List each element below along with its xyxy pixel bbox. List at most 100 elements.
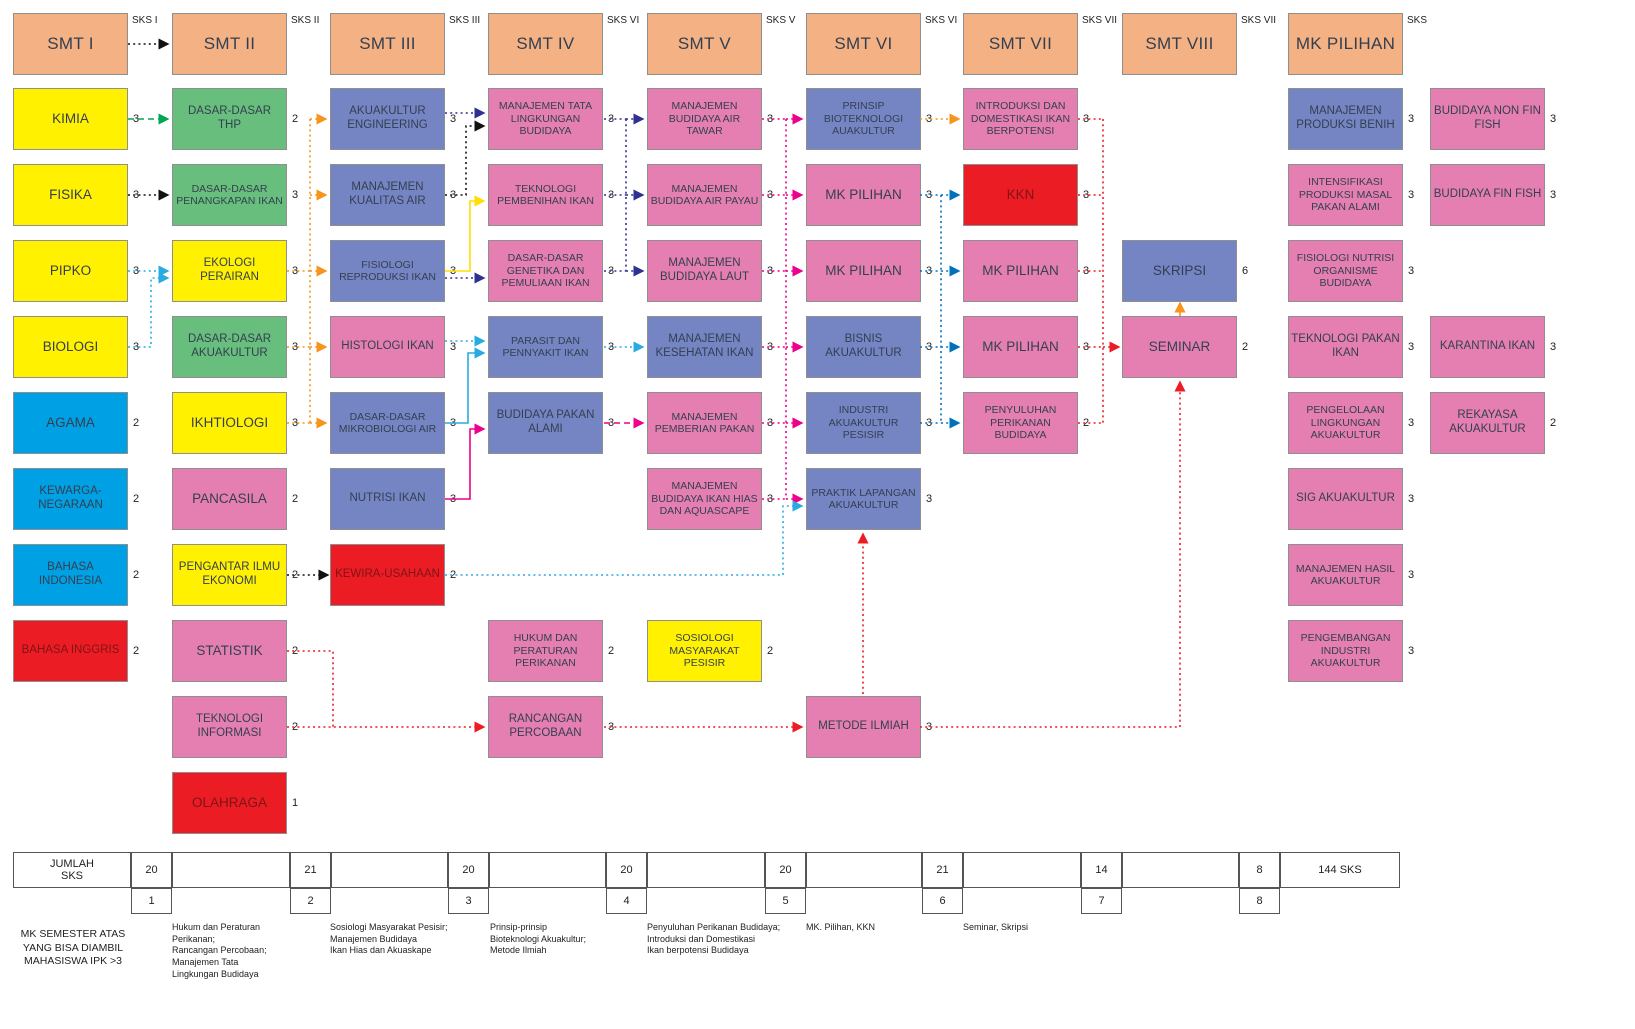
course-box: SEMINAR [1122, 316, 1237, 378]
sks-credit: 3 [292, 341, 299, 353]
sks-credit: 2 [1242, 341, 1249, 353]
summary-cell [1122, 852, 1239, 888]
sks-credit: 3 [1083, 113, 1090, 125]
course-box: REKAYASA AKUAKULTUR [1430, 392, 1545, 454]
course-box: KKN [963, 164, 1078, 226]
course-box: AGAMA [13, 392, 128, 454]
semester-header: MK PILIHAN [1288, 13, 1403, 75]
sks-credit: 3 [292, 265, 299, 277]
sks-credit: 3 [926, 265, 933, 277]
course-box: HUKUM DAN PERATURAN PERIKANAN [488, 620, 603, 682]
course-box: MK PILIHAN [963, 316, 1078, 378]
sks-credit: 3 [767, 265, 774, 277]
course-box: FISIOLOGI NUTRISI ORGANISME BUDIDAYA [1288, 240, 1403, 302]
sks-credit: 3 [1408, 265, 1415, 277]
course-box: TEKNOLOGI INFORMASI [172, 696, 287, 758]
sks-credit: 3 [450, 417, 457, 429]
course-box: PENGEMBANGAN INDUSTRI AKUAKULTUR [1288, 620, 1403, 682]
sks-column-label: SKS I [132, 15, 158, 26]
sks-credit: 3 [608, 341, 615, 353]
sks-credit: 3 [608, 265, 615, 277]
sks-credit: 3 [133, 341, 140, 353]
sks-column-label: SKS VI [925, 15, 958, 26]
sks-credit: 3 [1408, 493, 1415, 505]
sks-column-label: SKS III [449, 15, 481, 26]
summary-cell: 5 [765, 888, 806, 914]
summary-cell [331, 852, 448, 888]
footnote: MK. Pilihan, KKN [806, 922, 876, 932]
course-box: PANCASILA [172, 468, 287, 530]
summary-cell: 6 [922, 888, 963, 914]
course-box: SOSIOLOGI MASYARAKAT PESISIR [647, 620, 762, 682]
course-box: METODE ILMIAH [806, 696, 921, 758]
footnote: Sosiologi Masyarakat Pesisir; Manajemen … [330, 922, 448, 956]
course-box: FISIKA [13, 164, 128, 226]
summary-cell: 20 [448, 852, 489, 888]
course-box: BUDIDAYA NON FIN FISH [1430, 88, 1545, 150]
sks-credit: 3 [1408, 417, 1415, 429]
summary-cell [806, 852, 922, 888]
footnote: Hukum dan Peraturan Perikanan; Rancangan… [172, 922, 267, 979]
course-box: KARANTINA IKAN [1430, 316, 1545, 378]
sks-credit: 2 [133, 645, 140, 657]
semester-header: SMT VI [806, 13, 921, 75]
course-box: PENGANTAR ILMU EKONOMI [172, 544, 287, 606]
course-box: MANAJEMEN BUDIDAYA AIR PAYAU [647, 164, 762, 226]
summary-cell: 20 [131, 852, 172, 888]
course-box: KIMIA [13, 88, 128, 150]
summary-cell: JUMLAH SKS [13, 852, 131, 888]
course-box: KEWIRA-USAHAAN [330, 544, 445, 606]
sks-credit: 3 [133, 189, 140, 201]
course-box: MANAJEMEN BUDIDAYA AIR TAWAR [647, 88, 762, 150]
sks-column-label: SKS [1407, 15, 1428, 26]
sks-credit: 2 [133, 417, 140, 429]
summary-cell: 8 [1239, 852, 1280, 888]
course-box: AKUAKULTUR ENGINEERING [330, 88, 445, 150]
course-box: SIG AKUAKULTUR [1288, 468, 1403, 530]
sks-column-label: SKS VI [607, 15, 640, 26]
summary-cell [489, 852, 606, 888]
semester-header: SMT VII [963, 13, 1078, 75]
semester-header: SMT V [647, 13, 762, 75]
summary-cell: 2 [290, 888, 331, 914]
course-box: BUDIDAYA FIN FISH [1430, 164, 1545, 226]
course-box: FISIOLOGI REPRODUKSI IKAN [330, 240, 445, 302]
course-box: HISTOLOGI IKAN [330, 316, 445, 378]
course-box: EKOLOGI PERAIRAN [172, 240, 287, 302]
sks-credit: 3 [767, 417, 774, 429]
course-box: PRAKTIK LAPANGAN AKUAKULTUR [806, 468, 921, 530]
sks-credit: 2 [450, 569, 457, 581]
course-box: MANAJEMEN KUALITAS AIR [330, 164, 445, 226]
course-box: MK PILIHAN [963, 240, 1078, 302]
course-box: MANAJEMEN TATA LINGKUNGAN BUDIDAYA [488, 88, 603, 150]
semester-header: SMT IV [488, 13, 603, 75]
sks-credit: 3 [767, 113, 774, 125]
course-box: MANAJEMEN BUDIDAYA IKAN HIAS DAN AQUASCA… [647, 468, 762, 530]
summary-cell: 1 [131, 888, 172, 914]
sks-credit: 3 [1408, 341, 1415, 353]
course-box: MANAJEMEN HASIL AKUAKULTUR [1288, 544, 1403, 606]
sks-credit: 1 [292, 797, 299, 809]
course-box: DASAR-DASAR THP [172, 88, 287, 150]
course-box: MK PILIHAN [806, 240, 921, 302]
sks-credit: 2 [608, 645, 615, 657]
summary-cell: 20 [765, 852, 806, 888]
sks-credit: 3 [1083, 341, 1090, 353]
semester-header: SMT II [172, 13, 287, 75]
course-box: BAHASA INGGRIS [13, 620, 128, 682]
course-box: NUTRISI IKAN [330, 468, 445, 530]
sks-credit: 3 [926, 189, 933, 201]
course-box: INTENSIFIKASI PRODUKSI MASAL PAKAN ALAMI [1288, 164, 1403, 226]
course-box: BIOLOGI [13, 316, 128, 378]
sks-credit: 2 [292, 113, 299, 125]
sks-credit: 2 [1550, 417, 1557, 429]
course-box: MANAJEMEN PEMBERIAN PAKAN [647, 392, 762, 454]
sks-credit: 2 [292, 493, 299, 505]
sks-credit: 3 [1408, 645, 1415, 657]
note-prerequisite-rule: MK SEMESTER ATAS YANG BISA DIAMBIL MAHAS… [20, 928, 126, 968]
course-box: KEWARGA-NEGARAAN [13, 468, 128, 530]
sks-credit: 3 [450, 341, 457, 353]
course-box: IKHTIOLOGI [172, 392, 287, 454]
